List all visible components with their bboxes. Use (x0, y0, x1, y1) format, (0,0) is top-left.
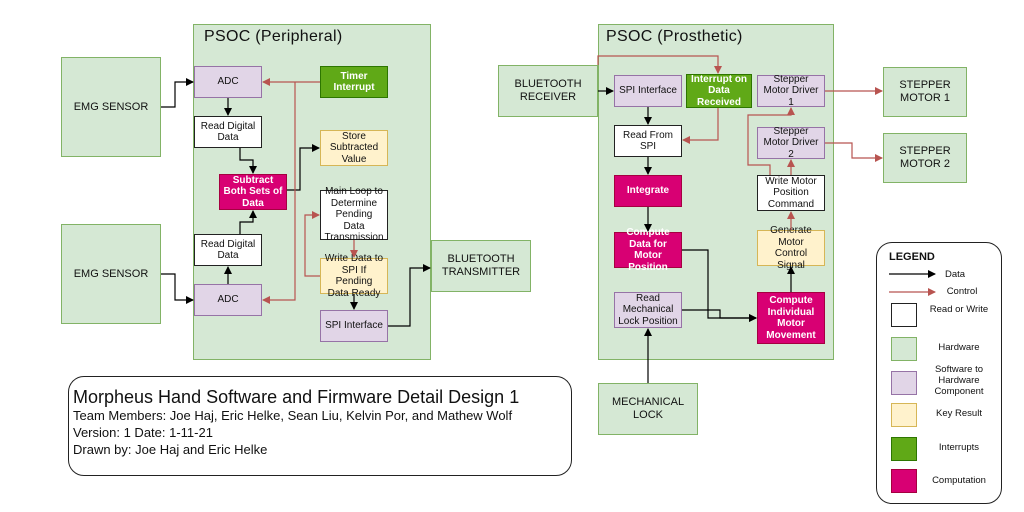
integrate: Integrate (614, 175, 682, 207)
read-from-spi: Read From SPI (614, 125, 682, 157)
legend-hardware-label: Hardware (938, 342, 980, 353)
legend-key-result-label: Key Result (936, 408, 982, 419)
timer-interrupt: Timer Interrupt (320, 66, 388, 98)
arrow-emg1-adc1 (161, 78, 194, 108)
ctrl-timer-adc2 (262, 82, 296, 304)
adc-1: ADC (194, 66, 262, 98)
drawn-by: Drawn by: Joe Haj and Eric Helke (73, 442, 268, 457)
compute-individual-motor-movement: Compute Individual Motor Movement (757, 292, 825, 344)
generate-motor-control-signal: Generate Motor Control Signal (757, 225, 825, 271)
legend-swatch-computation (891, 469, 917, 493)
write-data-to-spi: Write Data to SPI If Pending Data Ready (320, 253, 388, 299)
diagram-title: Morpheus Hand Software and Firmware Deta… (73, 387, 520, 407)
legend-read-write-label: Read or Write (929, 304, 989, 315)
stepper-motor-driver-2: Stepper Motor Driver 2 (757, 126, 825, 160)
arrow-read-lock-movement (682, 309, 757, 322)
title-block: Morpheus Hand Software and Firmware Deta… (68, 376, 572, 476)
main-loop: Main Loop to Determine Pending Data Tran… (320, 186, 388, 243)
legend-sw-hw-label: Software to Hardware Component (934, 364, 984, 397)
stepper-motor-1: STEPPER MOTOR 1 (883, 67, 967, 117)
ctrl-driver2-motor2 (825, 142, 883, 162)
legend-swatch-read-write (891, 303, 917, 327)
legend-interrupts-label: Interrupts (938, 442, 980, 453)
legend: LEGEND Data Control Read or Write Hardwa… (876, 242, 1002, 504)
adc-2: ADC (194, 284, 262, 316)
peripheral-spi-interface: SPI Interface (320, 310, 388, 342)
arrow-subtract-store (287, 144, 320, 191)
ctrl-write-mainloop (304, 211, 320, 277)
read-mechanical-lock-position: Read Mechanical Lock Position (614, 292, 682, 328)
write-motor-position-command: Write Motor Position Command (757, 175, 825, 211)
arrow-compute-position-movement (682, 249, 757, 322)
legend-swatch-interrupts (891, 437, 917, 461)
team-members: Team Members: Joe Haj, Eric Helke, Sean … (73, 408, 513, 423)
emg-sensor-1: EMG SENSOR (61, 57, 161, 157)
legend-swatch-hardware (891, 337, 917, 361)
prosthetic-psoc-title: PSOC (Prosthetic) (606, 28, 743, 45)
read-digital-data-2: Read Digital Data (194, 234, 262, 266)
arrow-read2-subtract (239, 210, 257, 234)
legend-arrows (889, 270, 936, 296)
interrupt-on-data-received: Interrupt on Data Received (686, 74, 752, 108)
mechanical-lock: MECHANICAL LOCK (598, 383, 698, 435)
arrow-emg2-adc2 (161, 273, 194, 304)
stepper-motor-2: STEPPER MOTOR 2 (883, 133, 967, 183)
compute-motor-position: Compute Data for Motor Position (614, 227, 682, 273)
arrow-spi-bt-transmitter (388, 264, 431, 327)
peripheral-psoc-title: PSOC (Peripheral) (204, 28, 343, 45)
legend-computation-label: Computation (932, 475, 986, 486)
prosthetic-spi-interface: SPI Interface (614, 75, 682, 107)
subtract-both-sets: Subtract Both Sets of Data (219, 174, 287, 210)
store-subtracted-value: Store Subtracted Value (320, 130, 388, 166)
legend-data-label: Data (944, 269, 966, 280)
arrow-read1-subtract (239, 148, 257, 174)
ctrl-write-driver1 (747, 107, 795, 175)
legend-control-label: Control (946, 286, 978, 297)
bluetooth-receiver: BLUETOOTH RECEIVER (498, 65, 598, 117)
emg-sensor-2: EMG SENSOR (61, 224, 161, 324)
stepper-motor-driver-1: Stepper Motor Driver 1 (757, 74, 825, 108)
legend-title: LEGEND (889, 251, 935, 263)
legend-swatch-key-result (891, 403, 917, 427)
version-date: Version: 1 Date: 1-11-21 (73, 425, 213, 440)
ctrl-receiver-interrupt (597, 55, 722, 74)
bluetooth-transmitter: BLUETOOTH TRANSMITTER (431, 240, 531, 292)
legend-swatch-sw-hw (891, 371, 917, 395)
ctrl-interrupt-read (682, 108, 719, 144)
read-digital-data-1: Read Digital Data (194, 116, 262, 148)
